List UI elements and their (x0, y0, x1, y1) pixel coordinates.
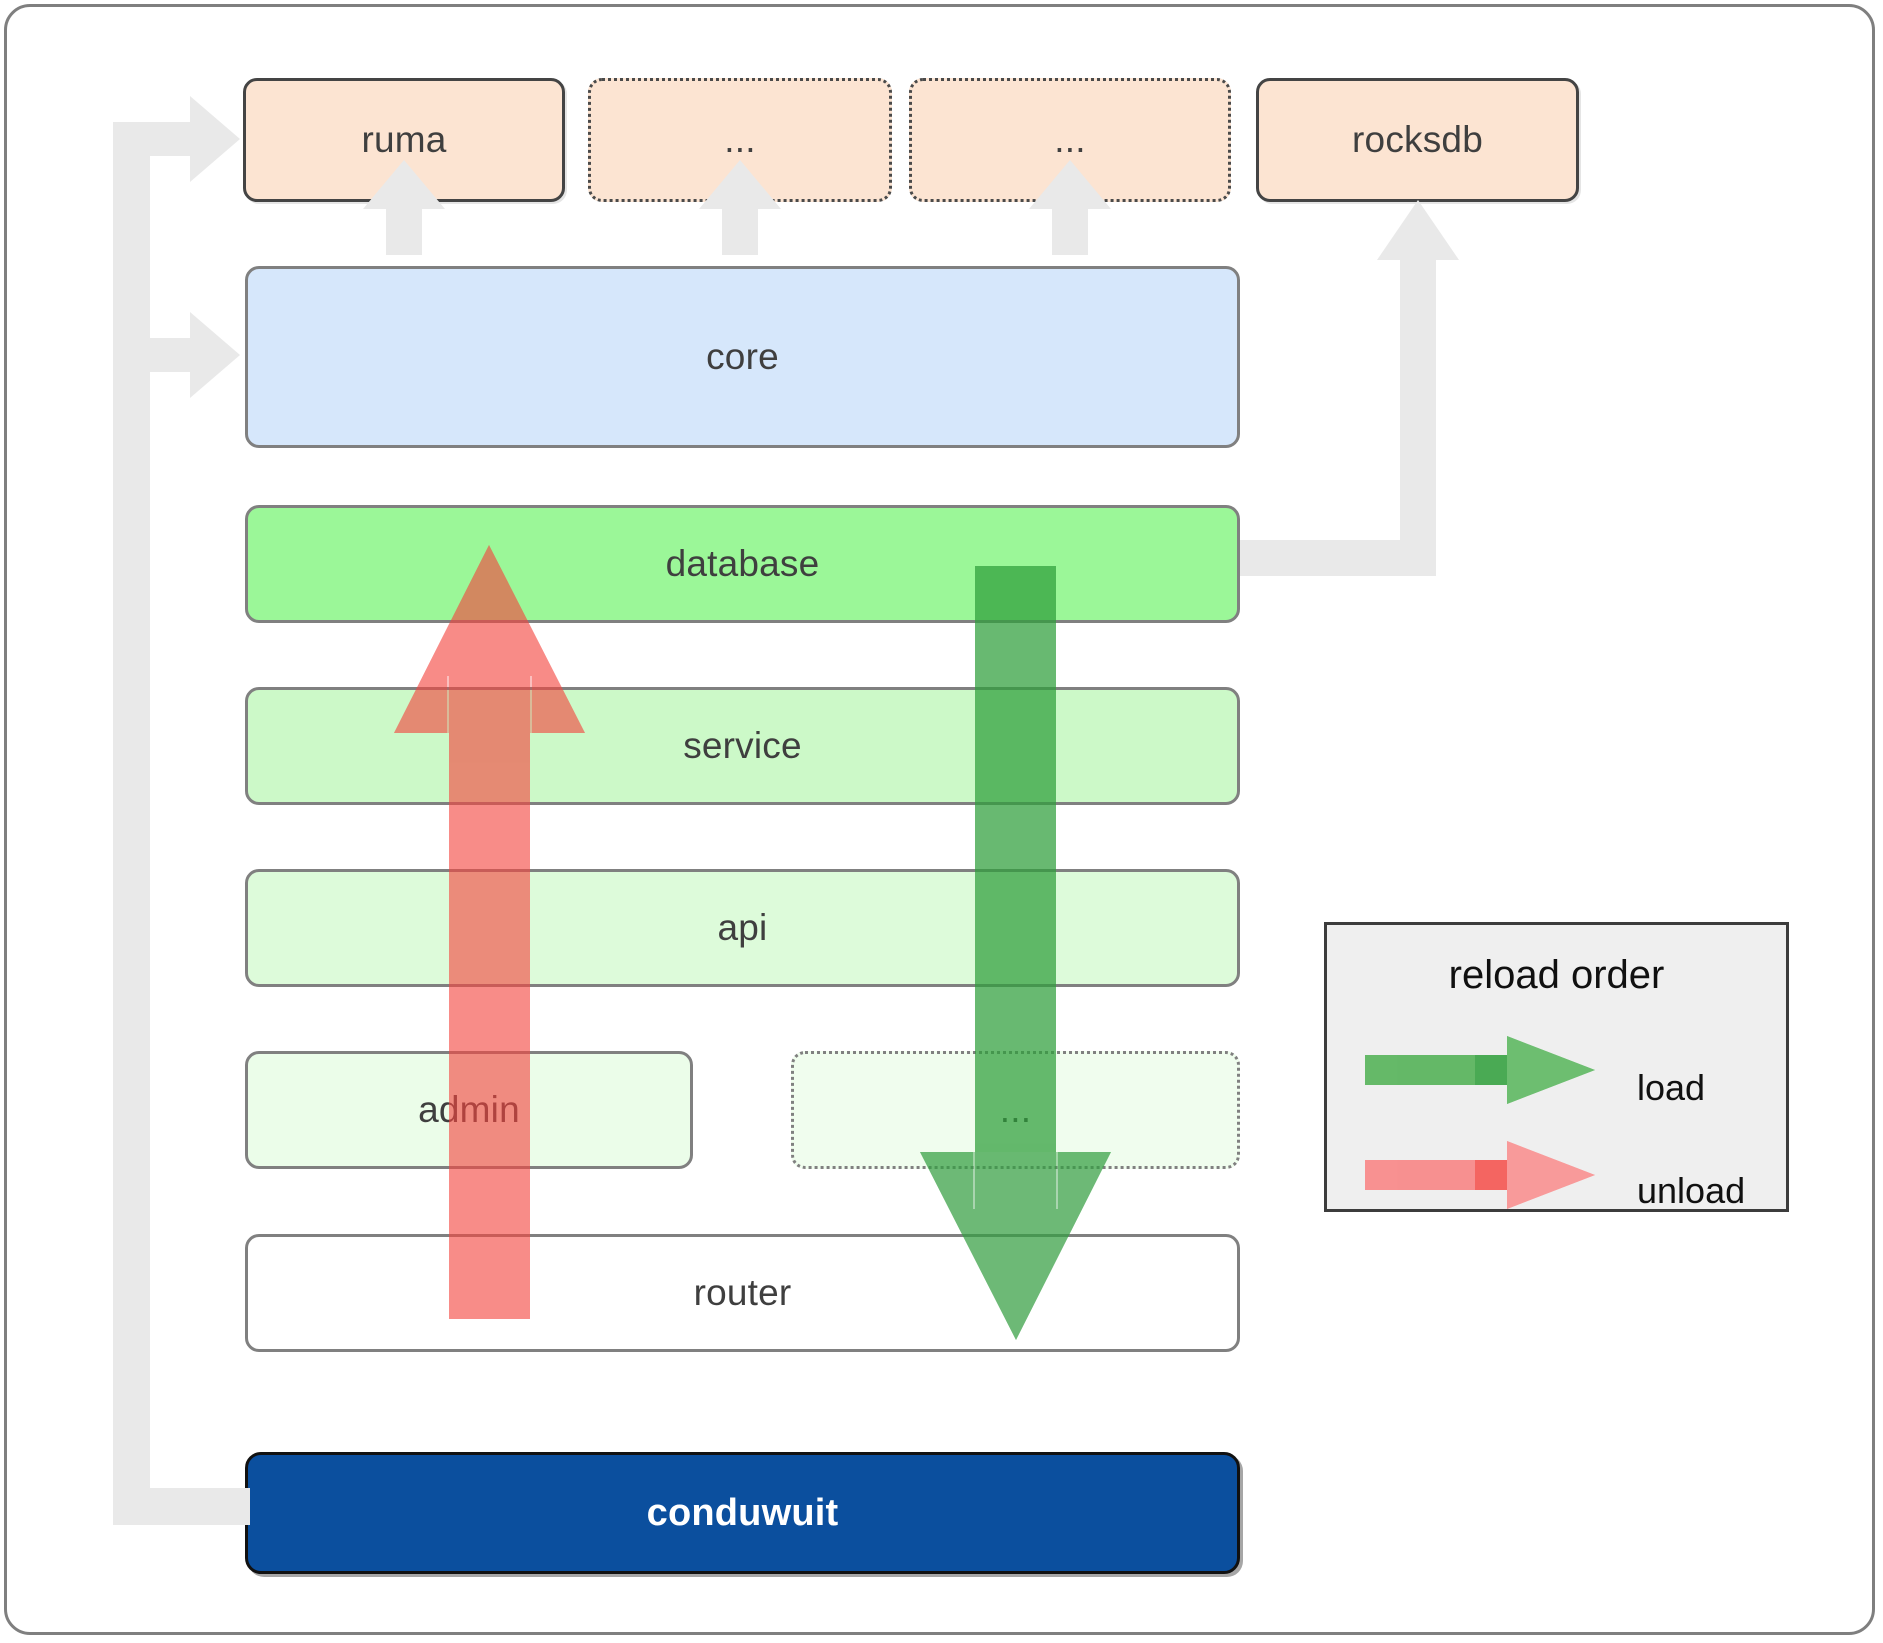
diagram-frame (4, 4, 1875, 1635)
dependency-box-placeholder-2[interactable]: ... (909, 78, 1231, 202)
layer-box-router[interactable]: router (245, 1234, 1240, 1352)
legend-title: reload order (1448, 953, 1665, 997)
dependency-box-rocksdb[interactable]: rocksdb (1256, 78, 1579, 202)
dependency-box-placeholder-1[interactable]: ... (588, 78, 892, 202)
legend-label-unload: unload (1637, 1170, 1746, 1211)
layer-box-api[interactable]: api (245, 869, 1240, 987)
load-arrow-icon (1365, 1036, 1595, 1104)
layer-label-core: core (706, 336, 779, 377)
layer-label-router: router (693, 1272, 792, 1313)
layer-label-admin: admin (418, 1089, 520, 1130)
dependency-label-ruma: ruma (361, 119, 447, 160)
binary-label-conduwuit: conduwuit (646, 1491, 839, 1534)
dependency-box-ruma[interactable]: ruma (243, 78, 565, 202)
layer-label-service: service (683, 725, 802, 766)
dependency-label-placeholder-1: ... (724, 119, 756, 160)
layer-box-more[interactable]: ... (791, 1051, 1240, 1169)
layer-box-core[interactable]: core (245, 266, 1240, 448)
binary-box-conduwuit[interactable]: conduwuit (245, 1452, 1240, 1574)
layer-box-admin[interactable]: admin (245, 1051, 693, 1169)
unload-arrow-icon (1365, 1141, 1595, 1209)
layer-box-service[interactable]: service (245, 687, 1240, 805)
dependency-label-rocksdb: rocksdb (1352, 119, 1483, 160)
layer-label-more: ... (999, 1089, 1032, 1130)
legend-arrow-icons (1365, 1036, 1595, 1209)
legend-panel: reload order load unload (1324, 922, 1789, 1212)
layer-label-database: database (665, 543, 820, 584)
dependency-label-placeholder-2: ... (1054, 119, 1086, 160)
layer-box-database[interactable]: database (245, 505, 1240, 623)
layer-label-api: api (717, 907, 768, 948)
legend-label-load: load (1637, 1067, 1706, 1108)
